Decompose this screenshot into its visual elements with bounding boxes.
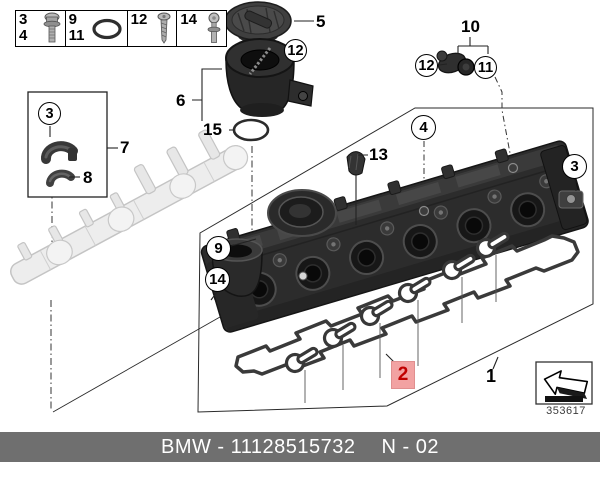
clamp-7: [41, 141, 78, 164]
valve-cover: [200, 140, 589, 333]
callout-7[interactable]: 7: [120, 138, 130, 157]
callout-5[interactable]: 5: [316, 12, 326, 31]
callout-10[interactable]: 10: [461, 17, 480, 36]
separator: -: [211, 435, 231, 458]
callout-circled-14[interactable]: 14: [205, 267, 230, 292]
title-bar: BMW - 11128515732 N - 02: [0, 432, 600, 462]
legend-number: 9: [68, 11, 78, 28]
bolt-icon: [43, 12, 61, 43]
callout-15[interactable]: 15: [203, 120, 222, 139]
filler-cap: [224, 1, 292, 43]
leader-lines: [49, 20, 577, 370]
seal-leader-lines: [304, 255, 497, 403]
legend-number: 3: [19, 11, 28, 28]
callout-6[interactable]: 6: [176, 91, 186, 110]
legend-cell-oring[interactable]: 9 11: [66, 11, 128, 46]
legend-cell-ball-stud[interactable]: 14: [177, 11, 226, 46]
legend-number: 4: [19, 26, 28, 44]
rail-ghost: [10, 129, 249, 285]
callout-13[interactable]: 13: [369, 145, 388, 164]
clamp-8: [46, 169, 75, 187]
callout-circled-12-top[interactable]: 12: [284, 39, 307, 62]
filler-neck: [225, 38, 314, 117]
callout-circled-9[interactable]: 9: [206, 236, 231, 261]
legend-number: 12: [130, 11, 148, 28]
legend-cell-bolt[interactable]: 3 4: [16, 11, 66, 46]
callout-circled-4[interactable]: 4: [411, 115, 436, 140]
o-ring-icon: [92, 18, 122, 40]
breather-dome: [267, 189, 337, 237]
callout-circled-12-sensor[interactable]: 12: [415, 54, 438, 77]
brand-label: BMW: [160, 435, 212, 458]
callout-2-highlighted[interactable]: 2: [391, 361, 415, 389]
legend-number: 11: [68, 26, 85, 44]
diagram-frame: [52, 107, 594, 413]
footnote-code: 353617: [546, 405, 586, 417]
seal: [441, 253, 476, 281]
callout-8[interactable]: 8: [83, 168, 93, 187]
seal: [475, 231, 510, 259]
fasteners-legend: 3 4 9 11 12: [15, 10, 227, 47]
legend-number: 14: [180, 11, 198, 28]
screw-icon: [157, 12, 171, 44]
spark-plug-seals: [284, 231, 510, 374]
legend-cell-screw[interactable]: 12: [128, 11, 178, 46]
o-ring-15: [232, 118, 270, 142]
fold-arrow-icon: [535, 361, 593, 405]
camshaft-sensor: [436, 50, 475, 76]
page-code: N - 02: [381, 435, 440, 458]
callout-circled-3-right[interactable]: 3: [562, 154, 587, 179]
callout-1[interactable]: 1: [486, 366, 497, 386]
callout-circled-11[interactable]: 11: [474, 56, 497, 79]
bolt-bosses: [289, 88, 584, 217]
callout-circled-3-box[interactable]: 3: [38, 102, 61, 125]
retainer-clip: [346, 151, 366, 176]
seal: [397, 276, 432, 304]
gasket: [234, 234, 580, 376]
part-number: 11128515732: [230, 435, 356, 458]
seal: [284, 346, 319, 374]
seal: [322, 321, 357, 349]
ball-stud-icon: [207, 12, 221, 43]
seal: [359, 299, 394, 327]
